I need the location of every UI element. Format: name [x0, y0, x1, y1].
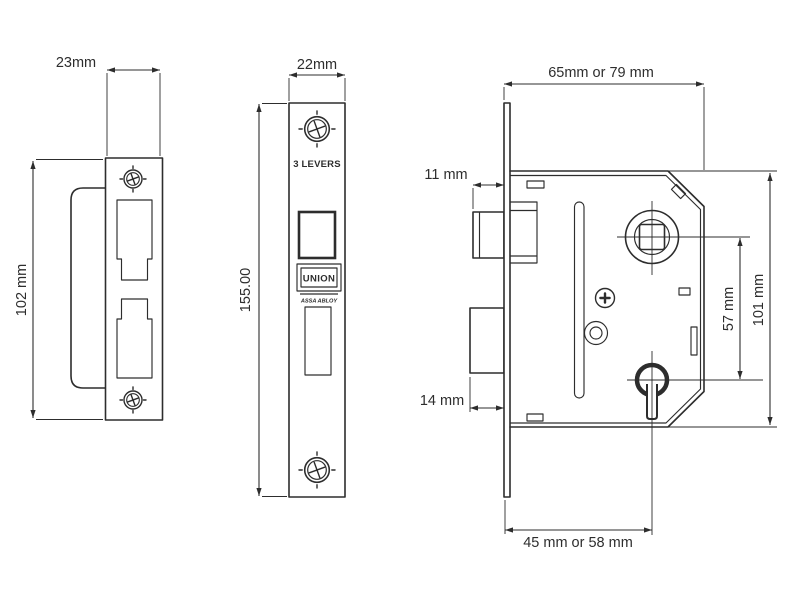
spindle-to-keyhole-label: 57 mm — [721, 287, 737, 331]
strike-width-label: 23mm — [56, 55, 96, 71]
union-logo-text: UNION — [303, 274, 336, 285]
union-logo-box — [296, 263, 342, 292]
spindle-to-keyhole-dimension: 57 mm — [721, 238, 743, 379]
strike-keep-box — [70, 187, 106, 389]
union-logo: UNION ASSA ABLOY — [296, 263, 342, 305]
faceplate-deadbolt-cutout — [304, 306, 332, 376]
lock-case-outline — [509, 170, 705, 428]
case-depth-label: 65mm or 79 mm — [548, 65, 654, 81]
faceplate-latch-cutout — [297, 210, 337, 260]
keyhole — [627, 351, 763, 535]
case-slot-horizontal — [678, 287, 691, 296]
chamfer-clip — [670, 183, 687, 200]
strike-height-dimension: 102 mm — [14, 159, 103, 420]
assa-abloy-text: ASSA ABLOY — [300, 299, 339, 305]
case-slot-vertical — [690, 326, 698, 356]
latch-projection-label: 11 mm — [424, 167, 467, 183]
case-depth-dimension: 65mm or 79 mm — [503, 65, 705, 170]
case-height-dimension: 101 mm — [668, 170, 777, 428]
deadbolt-projection-label: 14 mm — [420, 393, 464, 409]
latch-case — [510, 201, 538, 264]
strike-plate-body — [104, 157, 164, 421]
case-height-label: 101 mm — [751, 274, 767, 326]
strike-latch-cutout — [116, 199, 153, 281]
phillips-screw-icon — [594, 287, 616, 309]
faceplate-height-dimension: 155.00 — [238, 103, 287, 497]
faceplate-edge — [503, 102, 511, 498]
latch-projection-dimension: 11 mm — [424, 167, 504, 209]
backset-label: 45 mm or 58 mm — [523, 535, 633, 551]
fixing-lug-bottom — [526, 413, 544, 422]
faceplate-view: 22mm 155.00 3 LEVERS UNION ASSA ABLOY — [238, 57, 346, 498]
strike-width-dimension: 23mm — [56, 55, 161, 156]
faceplate-body — [288, 102, 346, 498]
fixing-lug-top — [526, 180, 545, 189]
faceplate-width-label: 22mm — [297, 57, 337, 73]
strike-bolt-cutout — [116, 298, 153, 379]
strike-height-label: 102 mm — [14, 264, 30, 316]
levers-text: 3 LEVERS — [293, 159, 341, 170]
lock-body-view: 65mm or 79 mm 11 mm 14 mm — [420, 65, 777, 551]
lever-spring-slot — [573, 201, 585, 399]
union-logo-inner-box — [300, 267, 338, 288]
spindle-square-hole — [638, 223, 666, 251]
faceplate-width-dimension: 22mm — [288, 57, 346, 101]
backset-dimension: 45 mm or 58 mm — [504, 500, 652, 551]
pivot-ring — [583, 320, 609, 346]
spindle-hub — [617, 201, 750, 275]
strike-plate-view: 23mm 102 mm — [14, 55, 164, 421]
faceplate-height-label: 155.00 — [238, 268, 254, 312]
deadbolt-projection-dimension: 14 mm — [420, 377, 504, 412]
